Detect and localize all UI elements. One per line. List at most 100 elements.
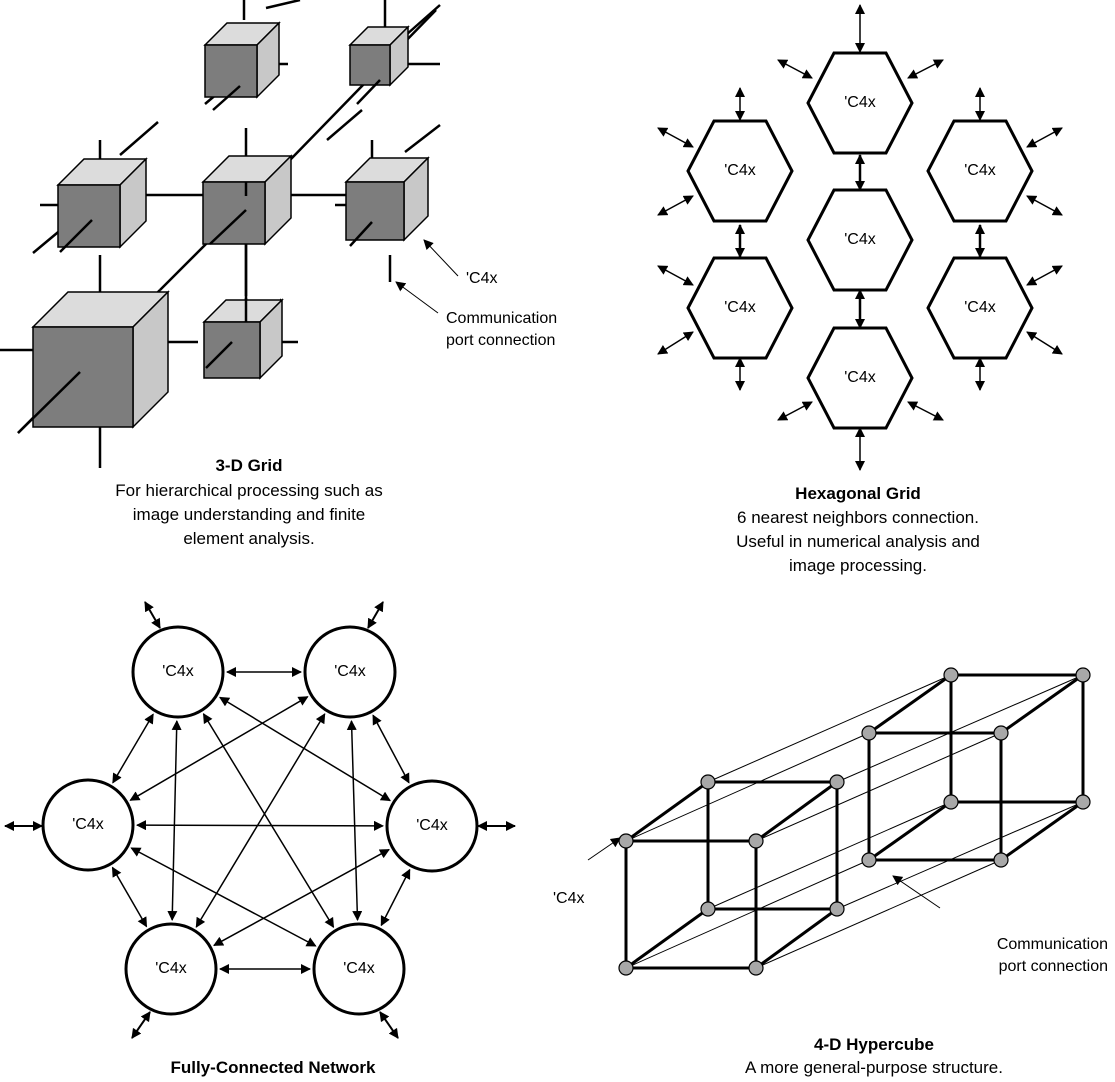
- hexgrid-connections: [657, 4, 1063, 471]
- fully-connected-circle: [312, 922, 406, 1016]
- fully-connected-link: [372, 714, 410, 784]
- fully-connected-port-arrow: [144, 601, 161, 629]
- hexgrid-port-arrow: [1026, 331, 1063, 355]
- grid3d-link: [326, 109, 363, 141]
- fully-connected-node: 'C4x: [124, 922, 218, 1016]
- fully-connected-node: 'C4x: [41, 778, 135, 872]
- hypercube-edge: [868, 673, 952, 735]
- grid3d-cube-node: [56, 157, 148, 249]
- hypercube-port-link: [625, 859, 870, 969]
- grid3d-link-overlay: [59, 219, 93, 253]
- grid3d-link-overlay: [205, 341, 233, 369]
- hexgrid-node: 'C4x: [806, 326, 914, 430]
- hypercube-node-callout: 'C4x: [553, 890, 585, 907]
- hexgrid-port-arrow: [1026, 195, 1063, 216]
- fully-connected-node-label: 'C4x: [334, 663, 366, 680]
- hypercube-edge: [625, 780, 709, 843]
- grid3d-cube-node: [344, 156, 430, 242]
- grid3d-cube-front: [32, 326, 134, 428]
- grid3d-port-callout-arrow: [395, 281, 439, 314]
- hypercube-port-link: [625, 732, 870, 842]
- hypercube-port-links: [625, 674, 1084, 969]
- hypercube-edge: [1000, 800, 1084, 862]
- grid3d-cube-node: [201, 154, 293, 246]
- hexgrid-port-arrow: [657, 127, 694, 148]
- fully-connected-node-label: 'C4x: [72, 816, 104, 833]
- grid3d-cube-front: [202, 181, 266, 245]
- hexgrid-port-arrow: [657, 195, 694, 216]
- hypercube-nodes: [618, 667, 1091, 976]
- fully-connected-title: Fully-Connected Network: [171, 1058, 377, 1077]
- hypercube-port-link: [707, 674, 952, 783]
- grid3d-link: [119, 121, 159, 156]
- hexgrid-hexagon: [806, 51, 914, 155]
- hypercube-edge: [1000, 673, 1084, 735]
- fully-connected-circle: [303, 625, 397, 719]
- hypercube-node: [1075, 667, 1091, 683]
- grid3d-desc-line3: element analysis.: [183, 529, 314, 548]
- hypercube-node: [943, 667, 959, 683]
- grid3d-cube-node: [348, 25, 410, 87]
- hypercube-node-callout-arrow: [587, 837, 621, 861]
- grid3d-port-callout-line1: Communication: [446, 310, 557, 327]
- grid3d-cube-front: [57, 184, 121, 248]
- grid3d-desc-line2: image understanding and finite: [133, 505, 366, 524]
- hypercube-node: [993, 725, 1009, 741]
- grid3d-link-overlay: [356, 79, 381, 105]
- hypercube-node: [748, 833, 764, 849]
- hypercube-node: [1075, 794, 1091, 810]
- fully-connected-circle: [385, 779, 479, 873]
- hypercube-node: [861, 725, 877, 741]
- hexgrid-title: Hexagonal Grid: [795, 484, 921, 503]
- hexgrid-port-arrow: [1026, 127, 1063, 148]
- hexgrid-hexagon: [926, 256, 1034, 360]
- grid3d-link-overlay: [209, 209, 247, 245]
- hypercube-node: [700, 774, 716, 790]
- hexgrid-node: 'C4x: [926, 119, 1034, 223]
- hexgrid-port-arrow: [657, 265, 694, 286]
- fully-connected-node: 'C4x: [131, 625, 225, 719]
- fully-connected-node: 'C4x: [385, 779, 479, 873]
- fully-connected-node: 'C4x: [312, 922, 406, 1016]
- hexgrid-node-label: 'C4x: [964, 299, 996, 316]
- hypercube-node: [829, 901, 845, 917]
- fully-connected-link: [380, 868, 411, 927]
- hexgrid-node: 'C4x: [926, 256, 1034, 360]
- hexgrid-node-label: 'C4x: [844, 369, 876, 386]
- hypercube-node: [861, 852, 877, 868]
- hypercube-port-link: [707, 801, 952, 910]
- hexgrid-port-arrow: [1026, 265, 1063, 286]
- fully-connected-port-arrow: [367, 601, 384, 629]
- fully-connected-node-label: 'C4x: [416, 817, 448, 834]
- hypercube-node: [618, 960, 634, 976]
- fully-connected-circle: [131, 625, 225, 719]
- fully-connected-node: 'C4x: [303, 625, 397, 719]
- grid3d-cube-front: [203, 321, 261, 379]
- fully-connected-links: [4, 601, 516, 1039]
- hypercube-node: [748, 960, 764, 976]
- grid3d-cube-front: [204, 44, 258, 98]
- hypercube-node: [618, 833, 634, 849]
- fully-connected-link: [213, 848, 390, 947]
- hypercube-port-link: [755, 859, 1002, 969]
- hypercube-edge: [868, 800, 952, 862]
- hexgrid-hexagon: [686, 256, 794, 360]
- hexgrid-desc-line1: 6 nearest neighbors connection.: [737, 508, 979, 527]
- grid3d-cube-node: [202, 298, 284, 380]
- grid3d-link-overlay: [17, 371, 81, 434]
- hexgrid-node: 'C4x: [806, 188, 914, 292]
- grid3d-title: 3-D Grid: [215, 456, 282, 475]
- grid3d-cubes: [17, 21, 430, 434]
- fully-connected-nodes: 'C4x 'C4x 'C4x 'C4x 'C4x 'C4x: [41, 625, 479, 1016]
- hexgrid-node: 'C4x: [686, 119, 794, 223]
- hypercube-edge: [755, 780, 838, 843]
- hexgrid-node-label: 'C4x: [964, 162, 996, 179]
- grid3d-link-overlay: [349, 221, 373, 247]
- hypercube-edge: [625, 907, 709, 970]
- hexgrid-hexagon: [806, 188, 914, 292]
- grid3d-cube-front: [349, 44, 391, 86]
- hexgrid-port-arrow: [907, 401, 944, 421]
- hexgrid-node-label: 'C4x: [724, 162, 756, 179]
- hypercube-edges: [624, 673, 1085, 970]
